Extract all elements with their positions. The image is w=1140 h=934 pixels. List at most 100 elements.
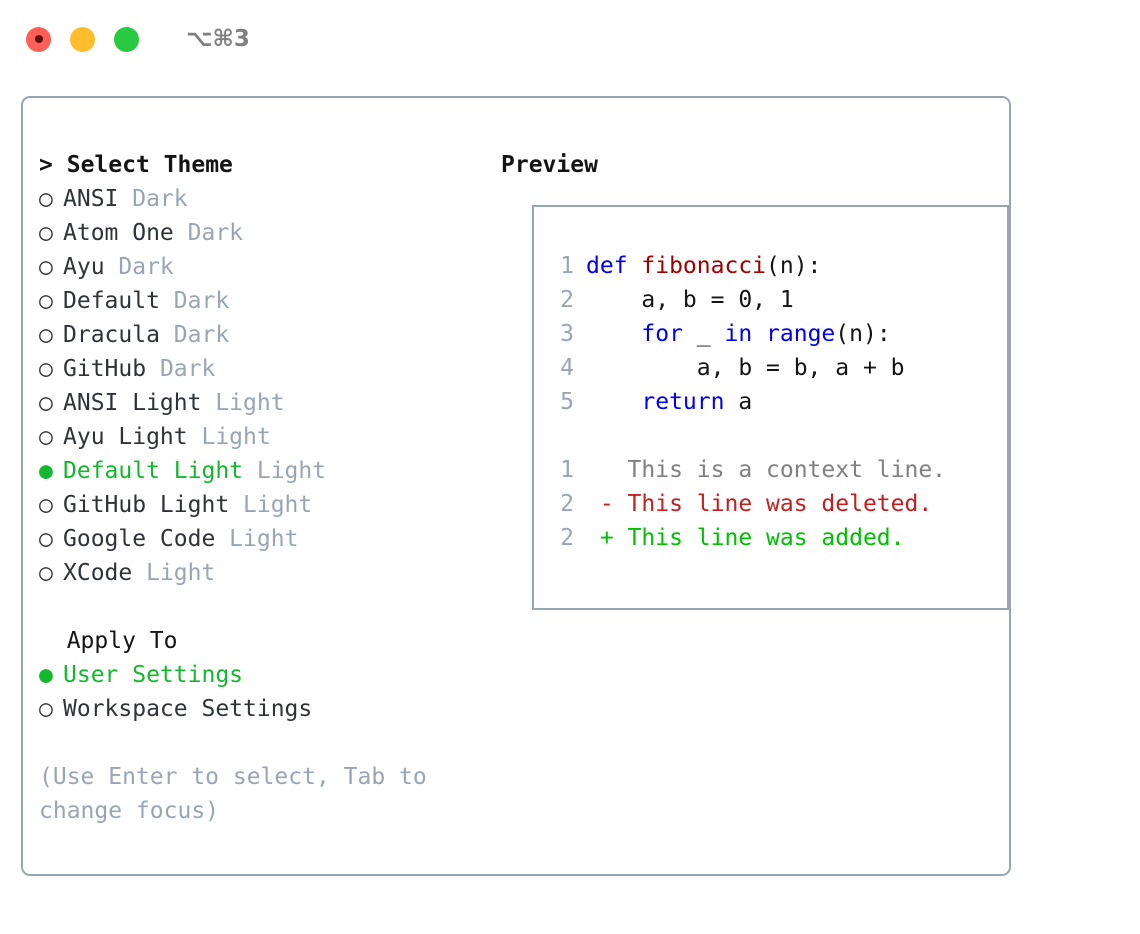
apply-to-list[interactable]: ● User Settings ○ Workspace Settings: [39, 658, 479, 726]
preview-divider: [546, 419, 996, 453]
theme-option-label: GitHub Light: [63, 492, 230, 518]
apply-to-header: Apply To: [39, 624, 479, 658]
radio-unselected-icon: ○: [39, 288, 53, 314]
line-number: 1: [560, 253, 574, 279]
preview-header: Preview: [501, 148, 1001, 182]
window-controls: [26, 26, 139, 52]
theme-option-tag: Light: [132, 560, 216, 586]
diff-line: 2 + This line was added.: [546, 521, 996, 555]
theme-option-label: Default: [63, 288, 160, 314]
preview-header-label: Preview: [501, 152, 598, 178]
theme-option[interactable]: ○ANSI Light Light: [39, 386, 479, 420]
theme-option-label: ANSI Light: [63, 390, 202, 416]
theme-option-label: Default Light: [63, 458, 244, 484]
radio-unselected-icon: ○: [39, 220, 53, 246]
line-number: 2: [560, 491, 574, 517]
theme-option[interactable]: ○ ANSI Dark: [39, 182, 479, 216]
line-number: 2: [560, 525, 574, 551]
code-token: fibonacci: [641, 253, 767, 279]
diff-line-text: This is a context line.: [586, 457, 947, 483]
code-token: (n):: [835, 321, 891, 347]
code-token: a, b = 0, 1: [586, 287, 794, 313]
theme-option-tag: Dark: [173, 220, 244, 246]
theme-option-tag: Dark: [118, 186, 188, 212]
theme-option[interactable]: ○Google Code Light: [39, 522, 479, 556]
code-line: 4 a, b = b, a + b: [546, 351, 996, 385]
theme-option-label: Ayu: [63, 254, 105, 280]
minimize-button[interactable]: [70, 26, 95, 52]
radio-unselected-icon: ○: [39, 560, 53, 586]
theme-option-tag: Light: [243, 458, 327, 484]
theme-option-tag: Dark: [159, 288, 230, 314]
theme-option-label: Ayu Light: [63, 424, 188, 450]
focus-caret-icon: >: [39, 152, 53, 178]
code-token: for: [641, 321, 683, 347]
radio-unselected-icon: ○: [39, 424, 53, 450]
code-token: range: [766, 321, 836, 347]
theme-list[interactable]: ○ANSI Dark○Atom One Dark○Ayu Dark○Defaul…: [39, 182, 479, 590]
theme-option-label: ANSI: [63, 186, 119, 212]
section-spacer: [39, 590, 479, 624]
radio-unselected-icon: ○: [39, 322, 53, 348]
code-token: [586, 321, 641, 347]
radio-unselected-icon: ○: [39, 186, 53, 212]
code-line: 2 a, b = 0, 1: [546, 283, 996, 317]
diff-line: 2 - This line was deleted.: [546, 487, 996, 521]
code-token: a: [724, 389, 753, 415]
radio-unselected-icon: ○: [39, 526, 53, 552]
theme-option-tag: Dark: [104, 254, 174, 280]
code-token: in: [724, 321, 753, 347]
theme-option-tag: Light: [215, 526, 299, 552]
theme-option-label: XCode: [63, 560, 133, 586]
apply-to-option-label: Workspace Settings: [63, 696, 313, 722]
radio-unselected-icon: ○: [39, 696, 53, 722]
theme-option-label: Dracula: [63, 322, 160, 348]
theme-column: > Select Theme ○ANSI Dark○Atom One Dark○…: [39, 148, 479, 828]
line-number: 1: [560, 457, 574, 483]
radio-selected-icon: ●: [39, 662, 53, 688]
theme-option[interactable]: ○Ayu Dark: [39, 250, 479, 284]
diff-line: 1 This is a context line.: [546, 453, 996, 487]
apply-to-option[interactable]: ○ Workspace Settings: [39, 692, 479, 726]
radio-unselected-icon: ○: [39, 492, 53, 518]
radio-selected-icon: ●: [39, 458, 53, 484]
code-token: [586, 389, 641, 415]
apply-to-option-label: User Settings: [63, 662, 244, 688]
code-line: 5 return a: [546, 385, 996, 419]
theme-option[interactable]: ○ Default Dark: [39, 284, 479, 318]
theme-option-tag: Light: [187, 424, 271, 450]
dialog-columns: > Select Theme ○ANSI Dark○Atom One Dark○…: [23, 98, 1009, 874]
theme-option[interactable]: ○GitHub Light Light: [39, 488, 479, 522]
theme-option[interactable]: ○GitHub Dark: [39, 352, 479, 386]
window-title-bar: ⌥⌘3: [0, 0, 1140, 78]
theme-selector-dialog: > Select Theme ○ANSI Dark○Atom One Dark○…: [21, 96, 1011, 876]
line-number: 2: [560, 287, 574, 313]
select-theme-header: > Select Theme: [39, 148, 479, 182]
code-token: [752, 321, 766, 347]
theme-option-label: GitHub: [63, 356, 147, 382]
line-number: 5: [560, 389, 574, 415]
zoom-button[interactable]: [114, 26, 139, 52]
code-token: def: [586, 253, 642, 279]
theme-option[interactable]: ● Default Light Light: [39, 454, 479, 488]
theme-option-tag: Dark: [159, 322, 230, 348]
keyboard-hint-text: (Use Enter to select, Tab to change focu…: [39, 764, 441, 824]
theme-option-tag: Light: [201, 390, 285, 416]
apply-to-header-label: Apply To: [66, 628, 178, 654]
line-number: 4: [560, 355, 574, 381]
code-token: _: [682, 321, 725, 347]
theme-option[interactable]: ○ Dracula Dark: [39, 318, 479, 352]
close-button[interactable]: [26, 26, 51, 52]
theme-option-label: Atom One: [63, 220, 174, 246]
code-token: return: [641, 389, 725, 415]
theme-option[interactable]: ○ Atom One Dark: [39, 216, 479, 250]
theme-option[interactable]: ○ Ayu Light Light: [39, 420, 479, 454]
theme-option[interactable]: ○ XCode Light: [39, 556, 479, 590]
apply-to-option[interactable]: ● User Settings: [39, 658, 479, 692]
diff-line-text: + This line was added.: [586, 525, 905, 551]
code-token: a, b = b, a + b: [586, 355, 905, 381]
